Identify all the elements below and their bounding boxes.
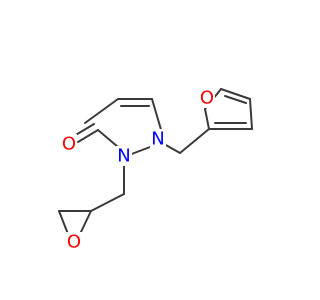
bond-c3-o-a — [77, 129, 99, 143]
bond-c3-o-b — [73, 123, 95, 137]
structure-diagram: O N N O O — [58, 87, 253, 253]
bond-epoxide-c2-o — [58, 210, 69, 235]
atom-n2: N — [116, 146, 132, 167]
bond-ch2-epoxide-c — [90, 193, 125, 212]
atom-n2-label: N — [117, 146, 130, 167]
atom-o-furan: O — [199, 88, 215, 109]
bond-epoxide-c1-o — [79, 210, 92, 235]
atom-n1: N — [150, 129, 166, 150]
bond-n2-c3 — [97, 129, 119, 148]
bond-n1-n2 — [128, 146, 151, 156]
atom-o-epoxide-label: O — [67, 232, 81, 253]
molecule-drawing: O N N O O — [58, 88, 253, 253]
atom-o-carbonyl: O — [61, 134, 77, 155]
bond-furan-c5-c4-a — [220, 88, 251, 100]
bond-ch2-furan-c2 — [179, 128, 210, 154]
bond-furan-c5-c4-b — [224, 95, 247, 104]
atom-o-furan-label: O — [200, 88, 214, 109]
atom-o-epoxide: O — [66, 232, 82, 253]
bond-c5-n1 — [151, 98, 163, 134]
bond-c3-c4 — [84, 98, 119, 124]
bond-furan-c4-c3 — [249, 98, 253, 130]
atom-n1-label: N — [151, 129, 164, 150]
bond-furan-c2-o — [204, 108, 210, 130]
atom-o-carbonyl-label: O — [62, 134, 76, 155]
bond-n1-ch2 — [163, 143, 181, 154]
